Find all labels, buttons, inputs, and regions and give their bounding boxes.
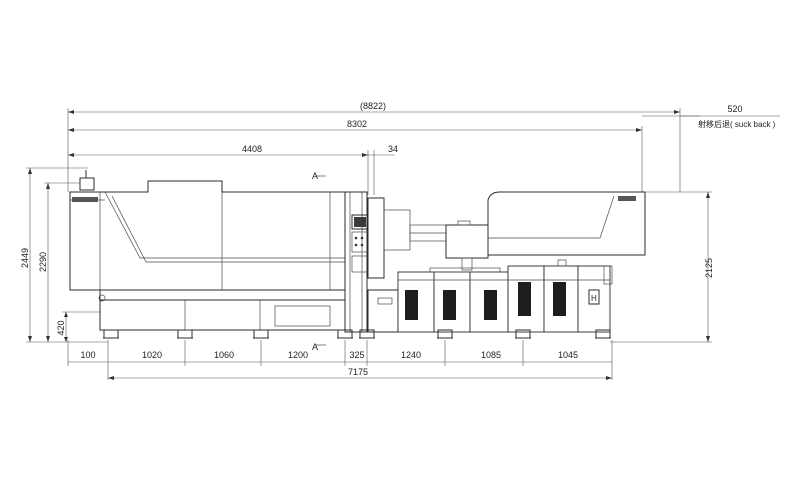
injection-unit xyxy=(367,191,646,279)
left-dimensions: 2449 2290 420 xyxy=(20,167,108,343)
dim-base-seg-1: 100 xyxy=(80,350,95,360)
dim-small-offset: 34 xyxy=(388,144,398,154)
cabinet-row: H xyxy=(397,259,613,333)
dim-clamp-length: 4408 xyxy=(242,144,262,154)
dim-height-body: 2290 xyxy=(38,252,48,272)
dim-base-seg-4: 1200 xyxy=(288,350,308,360)
machine-base xyxy=(98,289,399,333)
dim-base-total: 7175 xyxy=(348,367,368,377)
bottom-dimensions: 100 1020 1060 1200 325 1240 1085 1045 71… xyxy=(67,340,613,380)
right-dimension: 2125 xyxy=(610,191,714,343)
leveling-feet xyxy=(103,329,611,339)
section-marker-top: A xyxy=(312,171,318,181)
dim-height-total: 2449 xyxy=(20,248,30,268)
operator-panel xyxy=(351,214,369,273)
dim-overall-body: 8302 xyxy=(347,119,367,129)
dim-base-seg-5: 325 xyxy=(349,350,364,360)
clamping-unit xyxy=(69,170,368,333)
section-markers: A A xyxy=(312,171,326,352)
dim-height-base: 420 xyxy=(56,320,66,335)
dim-base-seg-7: 1085 xyxy=(481,350,501,360)
cabinet-h-mark: H xyxy=(591,294,597,303)
dim-base-seg-2: 1020 xyxy=(142,350,162,360)
dim-overall-total: (8822) xyxy=(360,101,386,111)
right-brand-badge xyxy=(618,196,636,201)
top-dimensions: (8822) 8302 520 射移后退( suck back ) 4408 3… xyxy=(67,101,780,195)
dim-suck-back-label: 射移后退( suck back ) xyxy=(698,119,776,129)
dim-base-seg-8: 1045 xyxy=(558,350,578,360)
left-brand-badge xyxy=(72,197,98,202)
dim-base-seg-3: 1060 xyxy=(214,350,234,360)
section-marker-bottom: A xyxy=(312,342,318,352)
dim-height-right: 2125 xyxy=(704,258,714,278)
dim-suck-back-value: 520 xyxy=(727,104,742,114)
dim-base-seg-6: 1240 xyxy=(401,350,421,360)
